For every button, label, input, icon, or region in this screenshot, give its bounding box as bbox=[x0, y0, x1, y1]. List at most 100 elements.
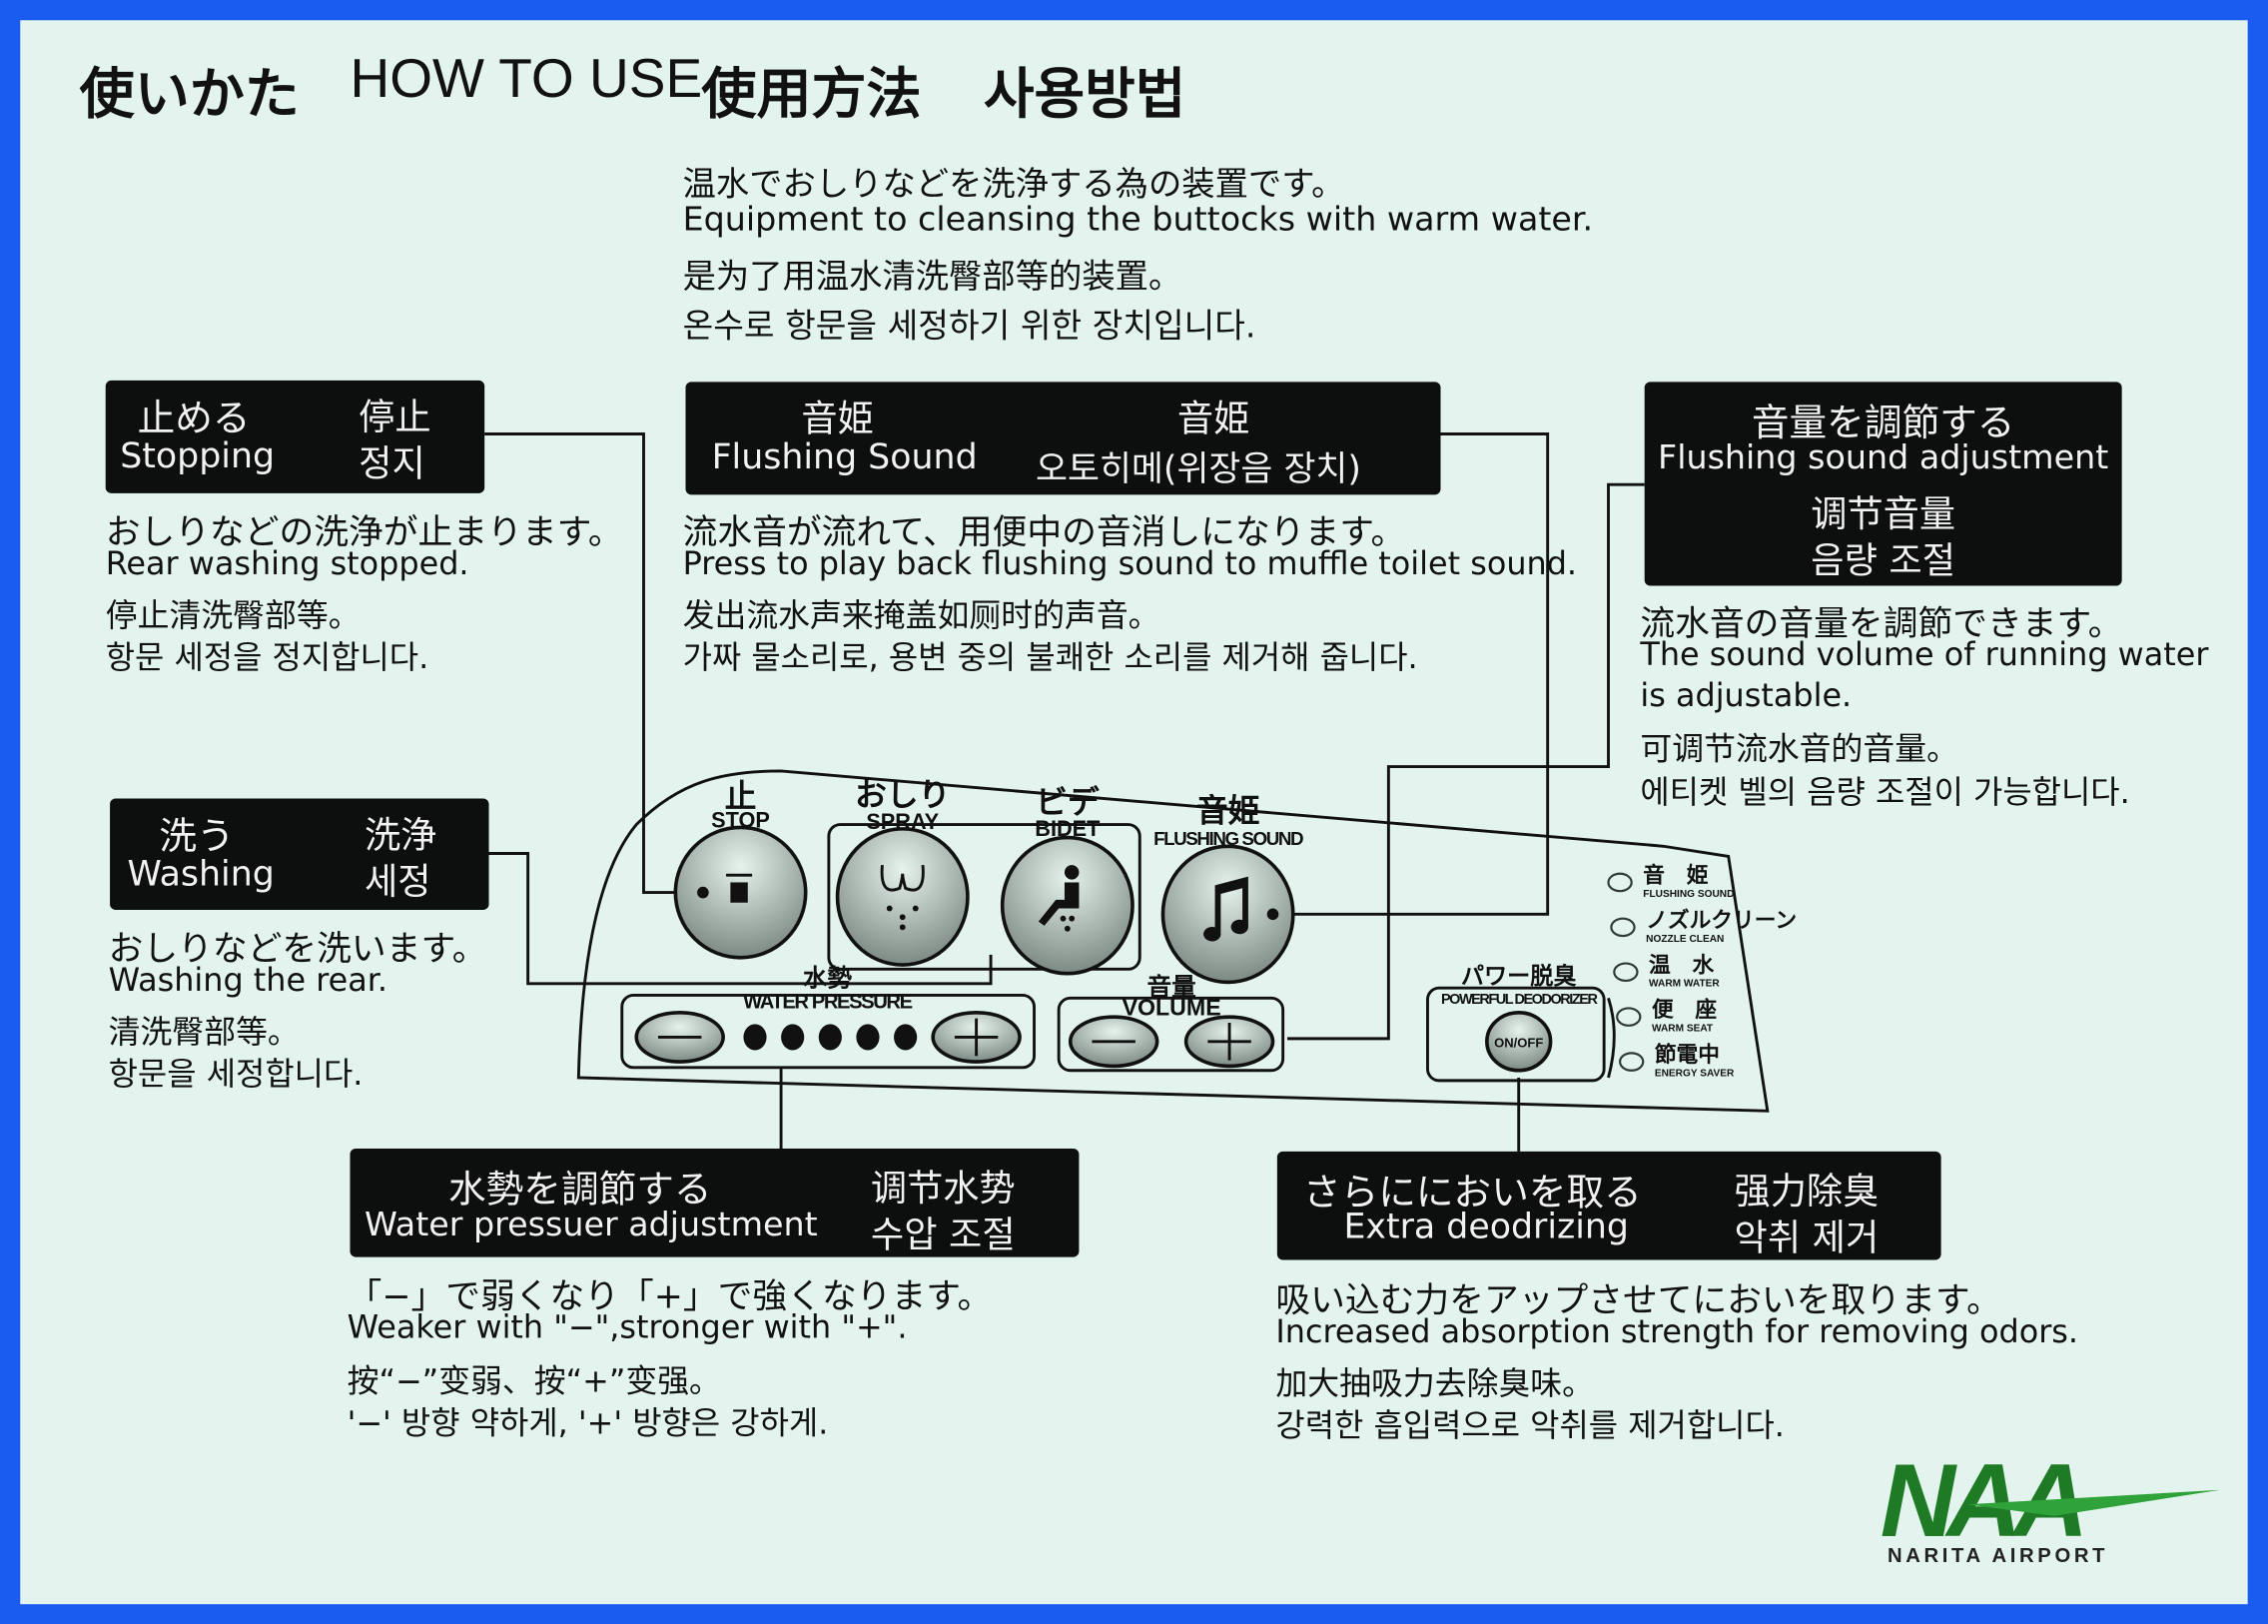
label-text: 音姫 bbox=[801, 398, 874, 440]
label-text: Flushing Sound bbox=[711, 436, 978, 477]
label-text: Washing the rear. bbox=[108, 963, 388, 1000]
stop-icon bbox=[730, 882, 748, 903]
naa-logo: NAA NARITA AIRPORT bbox=[1881, 1443, 2221, 1567]
indicator-sublabel: WARM SEAT bbox=[1652, 1024, 1714, 1035]
label-text: 음량 조절 bbox=[1811, 539, 1956, 582]
label-text: is adjustable. bbox=[1640, 678, 1853, 715]
label-text: 「−」で弱くなり「+」で強くなります。 bbox=[347, 1275, 993, 1316]
label-text: 按“−”变弱、按“+”变强。 bbox=[347, 1363, 721, 1400]
label-text: 세정 bbox=[364, 860, 431, 903]
person-icon bbox=[1038, 865, 1080, 926]
panel-label: WATER PRESSURE bbox=[743, 991, 912, 1013]
panel-label: NARITA AIRPORT bbox=[1888, 1545, 2108, 1567]
label-text: Stopping bbox=[120, 434, 276, 476]
indicator-lamp bbox=[1610, 917, 1636, 938]
panel-label: SPRAY bbox=[866, 809, 939, 834]
label-text: 流水音が流れて、用便中の音消しになります。 bbox=[682, 511, 1406, 553]
label-text: 流水音の音量を調節できます。 bbox=[1640, 602, 2123, 644]
intro-ko: 온수로 항문을 세정하기 위한 장치입니다. bbox=[682, 308, 1256, 347]
indicator-label: 節電中 bbox=[1655, 1042, 1720, 1067]
label-text: 强力除臭 bbox=[1734, 1170, 1880, 1213]
intro-ja: 温水でおしりなどを洗浄する為の装置です。 bbox=[682, 166, 1345, 205]
panel-label: 音姫 bbox=[1196, 793, 1260, 829]
label-text: さらににおいを取る bbox=[1302, 1172, 1642, 1216]
indicator-label: 音 姫 bbox=[1643, 862, 1708, 887]
indicator-sublabel: NOZZLE CLEAN bbox=[1646, 934, 1724, 945]
label-text: 调节水势 bbox=[870, 1167, 1016, 1210]
label-text: おしりなどを洗います。 bbox=[108, 928, 487, 970]
panel-label: ON/OFF bbox=[1494, 1036, 1543, 1051]
flushing-label-box: 音姫 Flushing Sound 音姫 오토히메(위장음 장치) bbox=[685, 382, 1441, 495]
pressure-level-dot bbox=[743, 1024, 767, 1051]
label-text: 可调节流水音的音量。 bbox=[1640, 731, 1959, 769]
panel-label: 音量 bbox=[1147, 972, 1196, 1001]
label-text: 音量を調節する bbox=[1751, 402, 2015, 446]
label-text: Increased absorption strength for removi… bbox=[1275, 1314, 2079, 1351]
panel-label: おしり bbox=[855, 777, 951, 813]
label-text: 停止清洗臀部等。 bbox=[105, 598, 361, 635]
panel-label: FLUSHING SOUND bbox=[1153, 828, 1303, 849]
panel-outline bbox=[576, 769, 1770, 1113]
label-text: 清洗臀部等。 bbox=[108, 1015, 300, 1052]
panel-label: BIDET bbox=[1035, 816, 1101, 841]
indicator-lamp bbox=[1619, 1052, 1645, 1072]
label-text: Water pressuer adjustment bbox=[364, 1206, 818, 1244]
flushing-sound-button[interactable] bbox=[1160, 844, 1295, 985]
label-text: 洗う bbox=[159, 815, 235, 860]
label-text: 加大抽吸力去除臭味。 bbox=[1275, 1366, 1595, 1403]
wash-label-box: 洗う Washing 洗浄 세정 bbox=[110, 798, 489, 910]
indicator-sublabel: ENERGY SAVER bbox=[1655, 1069, 1735, 1080]
label-text: 发出流水声来掩盖如厕时的声音。 bbox=[682, 598, 1160, 635]
label-text: Weaker with "−",stronger with "+". bbox=[347, 1310, 908, 1347]
volume-label-box: 音量を調節する Flushing sound adjustment 调节音量 음… bbox=[1644, 382, 2122, 586]
label-text: 水勢を調節する bbox=[447, 1169, 712, 1213]
indicator-label: 便 座 bbox=[1652, 997, 1717, 1022]
panel-label: VOLUME bbox=[1123, 995, 1221, 1021]
title-ja: 使いかた bbox=[79, 62, 300, 127]
stop-label-ja: 止 bbox=[725, 778, 757, 814]
indicator-lamp bbox=[1607, 872, 1633, 893]
label-text: 악취 제거 bbox=[1734, 1217, 1880, 1259]
label-text: おしりなどの洗浄が止まります。 bbox=[105, 511, 623, 553]
pressure-level-dot bbox=[818, 1024, 842, 1051]
label-text: 항문을 세정합니다. bbox=[108, 1057, 364, 1094]
label-text: Flushing sound adjustment bbox=[1658, 439, 2109, 477]
label-text: Extra deodrizing bbox=[1343, 1206, 1630, 1247]
label-text: 항문 세정을 정지합니다. bbox=[105, 640, 429, 677]
label-text: Rear washing stopped. bbox=[105, 546, 469, 583]
title-ko: 사용방법 bbox=[983, 62, 1186, 127]
indicator-sublabel: WARM WATER bbox=[1649, 979, 1720, 990]
label-text: 停止 bbox=[359, 396, 431, 438]
note-icon bbox=[1203, 876, 1248, 942]
label-text: 수압 조절 bbox=[870, 1214, 1016, 1256]
panel-label: POWERFUL DEODORIZER bbox=[1441, 992, 1598, 1008]
panel-label: 水勢 bbox=[803, 965, 853, 993]
indicator-label: ノズルクリーン bbox=[1646, 907, 1797, 932]
panel-label: パワー脱臭 bbox=[1461, 963, 1578, 989]
pressure-level-dot bbox=[856, 1024, 880, 1051]
label-text: The sound volume of running water bbox=[1640, 637, 2209, 674]
indicator-lamp bbox=[1616, 1007, 1642, 1027]
label-text: Press to play back flushing sound to muf… bbox=[682, 546, 1578, 583]
label-text: 止める bbox=[137, 398, 251, 441]
deodorizer-button[interactable] bbox=[1485, 1010, 1553, 1073]
label-text: 吸い込む力をアップさせてにおいを取ります。 bbox=[1275, 1279, 2001, 1321]
title-en: HOW TO USE bbox=[350, 49, 703, 111]
label-text: '−' 방향 약하게, '+' 방향은 강하게. bbox=[347, 1405, 829, 1442]
pressure-level-dot bbox=[894, 1024, 918, 1051]
intro-zh: 是为了用温水清洗臀部等的装置。 bbox=[682, 259, 1182, 297]
spray-button[interactable] bbox=[835, 827, 970, 967]
indicator-lamp bbox=[1613, 962, 1639, 983]
label-text: 강력한 흡입력으로 악취를 제거합니다. bbox=[1275, 1408, 1785, 1445]
spray-icon bbox=[880, 864, 925, 892]
pressure-label-box: 水勢を調節する Water pressuer adjustment 调节水势 수… bbox=[350, 1148, 1080, 1257]
label-text: 音姫 bbox=[1176, 398, 1250, 440]
title-zh: 使用方法 bbox=[701, 62, 922, 127]
indicator-sublabel: FLUSHING SOUND bbox=[1643, 889, 1734, 900]
label-text: 에티켓 벨의 음량 조절이 가능합니다. bbox=[1640, 775, 2130, 812]
label-text: 가짜 물소리로, 용변 중의 불쾌한 소리를 제거해 줍니다. bbox=[682, 640, 1418, 677]
indicator-label: 温 水 bbox=[1649, 952, 1714, 977]
label-text: 洗浄 bbox=[364, 814, 437, 857]
label-text: 오토히메(위장음 장치) bbox=[1035, 447, 1361, 489]
